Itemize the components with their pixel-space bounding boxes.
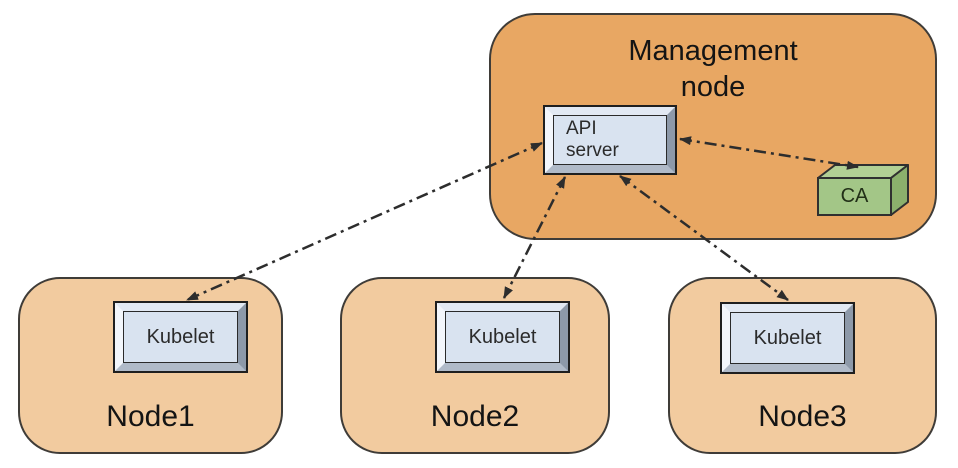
node1-label: Node1 bbox=[106, 400, 195, 433]
node2-label: Node2 bbox=[430, 400, 520, 433]
api-server-box: API server bbox=[543, 105, 677, 175]
kubelet2-box: Kubelet bbox=[435, 301, 570, 373]
kubelet3-label: Kubelet bbox=[730, 312, 845, 364]
kubelet1-bevel bbox=[115, 303, 246, 371]
api-server-bevel bbox=[545, 107, 675, 173]
kubelet2-bevel bbox=[437, 303, 568, 371]
api-server-label: API server bbox=[553, 115, 667, 165]
management-node-label: Management node bbox=[628, 35, 798, 104]
kubelet1-box: Kubelet bbox=[113, 301, 248, 373]
node3-label: Node3 bbox=[758, 400, 847, 433]
kubelet2-label: Kubelet bbox=[445, 311, 560, 363]
kubelet1-label: Kubelet bbox=[123, 311, 238, 363]
kubelet3-bevel bbox=[722, 304, 853, 372]
kubelet3-box: Kubelet bbox=[720, 302, 855, 374]
ca-label: CA bbox=[840, 185, 869, 207]
